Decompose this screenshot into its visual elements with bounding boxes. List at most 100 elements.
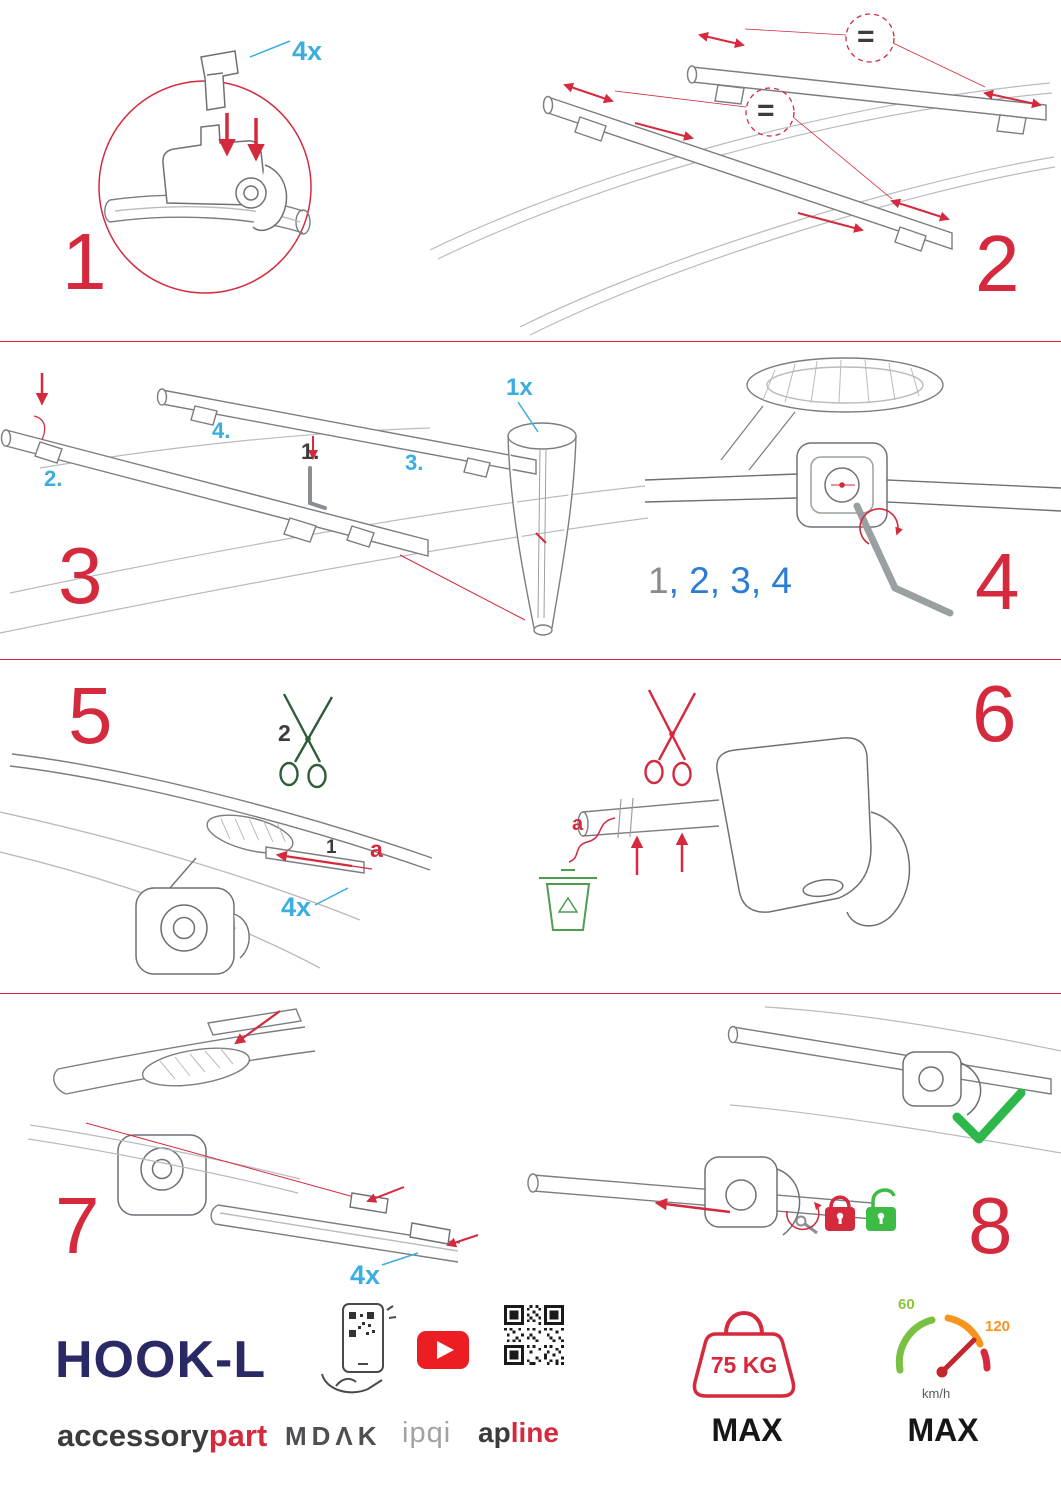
padlock-closed-icon [825, 1195, 855, 1231]
step-3-order-2: 2. [44, 466, 63, 491]
end-caps [349, 1192, 451, 1245]
measure-arrows [563, 31, 1042, 233]
step-5-pull-label: 1 [326, 837, 337, 858]
sequence-rest: , 2, 3, 4 [668, 560, 792, 601]
step-2-number: 2 [975, 219, 1020, 308]
cover-clamp [716, 737, 911, 927]
bracket-part [200, 50, 239, 111]
qr-code [504, 1305, 564, 1365]
roof-lines [729, 1006, 1061, 1154]
top-bar [727, 1025, 1052, 1095]
equality-badges [614, 13, 986, 200]
rotate-arrow [786, 1201, 822, 1231]
bottom-clamp [704, 1156, 801, 1236]
step-3-illustration [0, 373, 649, 636]
allen-key-icon [853, 502, 954, 617]
step-6-number: 6 [972, 669, 1017, 758]
rail-dish [720, 357, 944, 471]
step-3-order-4: 4. [212, 418, 231, 443]
speedometer-icon [895, 1314, 991, 1378]
step-7-qty-label: 4x [350, 1260, 381, 1290]
step-7-illustration [27, 1008, 479, 1266]
key-icon [795, 1215, 818, 1235]
rail-opening [141, 1047, 251, 1087]
check-icon [952, 1088, 1026, 1144]
trash-recycle-icon [539, 869, 597, 931]
section-divider [0, 341, 1061, 342]
step-3-order-1: 1. [301, 439, 320, 464]
brand-right: part [208, 1418, 268, 1453]
cover-strip [207, 1008, 302, 1036]
callout-leader [249, 40, 291, 58]
logo-apline-prefix: ap [478, 1417, 511, 1448]
speed-low-label: 60 [898, 1296, 915, 1313]
step-8-illustration [527, 1006, 1061, 1236]
allen-key-icon [308, 466, 327, 510]
equal-sign-mid: = [757, 94, 775, 127]
phone-qr-icon [321, 1303, 397, 1394]
step-5-illustration [0, 693, 433, 975]
step-5-scissors-label: 2 [278, 720, 291, 746]
step-1-illustration [98, 40, 312, 294]
max-load-label: MAX [711, 1412, 783, 1448]
step-3-order-3: 3. [405, 450, 424, 475]
step-4-number: 4 [975, 537, 1020, 626]
logo-ipqi: ipqi [402, 1417, 452, 1449]
callout-leader [314, 887, 349, 906]
weight-icon [692, 1311, 796, 1398]
max-load-value: 75 KG [710, 1352, 778, 1378]
step-4-sequence: 1, 2, 3, 4 [648, 560, 792, 602]
step-2-illustration [429, 13, 1056, 336]
bolt-point [839, 482, 845, 488]
equal-sign-top: = [857, 20, 875, 53]
strap-boot [507, 422, 577, 636]
product-name: HOOK-L [55, 1331, 267, 1389]
brand-left: accessory [57, 1418, 209, 1453]
roof-rails [429, 82, 1056, 336]
bottom-bar [527, 1173, 874, 1220]
callout-leader [517, 401, 539, 433]
youtube-icon [417, 1331, 469, 1369]
padlock-open-icon [866, 1188, 896, 1231]
rotate-arrow [859, 508, 903, 545]
insert-arrow [234, 1010, 281, 1045]
scissors-icon [279, 693, 334, 789]
section-divider [0, 659, 1061, 660]
step-6-illustration [539, 689, 911, 931]
crossbars [542, 65, 1047, 252]
step-8-number: 8 [968, 1181, 1013, 1270]
clamp-body [162, 124, 288, 232]
section-divider [0, 993, 1061, 994]
step-1-qty-label: 4x [292, 36, 323, 66]
brand-wordmark: accessorypart [57, 1418, 267, 1454]
pull-arrow [275, 850, 373, 870]
step-3-number: 3 [58, 531, 103, 620]
step-7-number: 7 [55, 1181, 100, 1270]
logo-apline-suffix: line [510, 1417, 559, 1448]
callout-leader [381, 1252, 419, 1266]
insert-arrows [218, 113, 265, 162]
crossbars [0, 388, 537, 557]
foot-clamp [135, 857, 250, 975]
cut-strap [568, 817, 616, 863]
sequence-first: 1 [648, 560, 669, 601]
scissors-icon [644, 689, 697, 787]
step-1-number: 1 [62, 217, 107, 306]
slide-arrow [654, 1198, 731, 1214]
red-annotations [33, 373, 526, 621]
logo-apline: apline [478, 1417, 559, 1449]
push-up-arrows [630, 832, 689, 875]
step-6-strap-label: a [572, 813, 584, 835]
step-3-qty-label: 1x [506, 374, 533, 401]
top-clamp [902, 1051, 982, 1116]
max-speed-label: MAX [907, 1412, 979, 1448]
step-5-strap-label: a [370, 836, 383, 862]
step-4-illustration [644, 357, 1061, 617]
step-5-number: 5 [68, 671, 113, 760]
logo-mdak: MDΛK [285, 1421, 382, 1451]
annotation-line [85, 1122, 355, 1198]
rail-bar [577, 797, 720, 839]
speed-high-label: 120 [985, 1318, 1011, 1335]
foot-clamp [27, 1124, 301, 1216]
speed-unit-label: km/h [922, 1386, 951, 1401]
